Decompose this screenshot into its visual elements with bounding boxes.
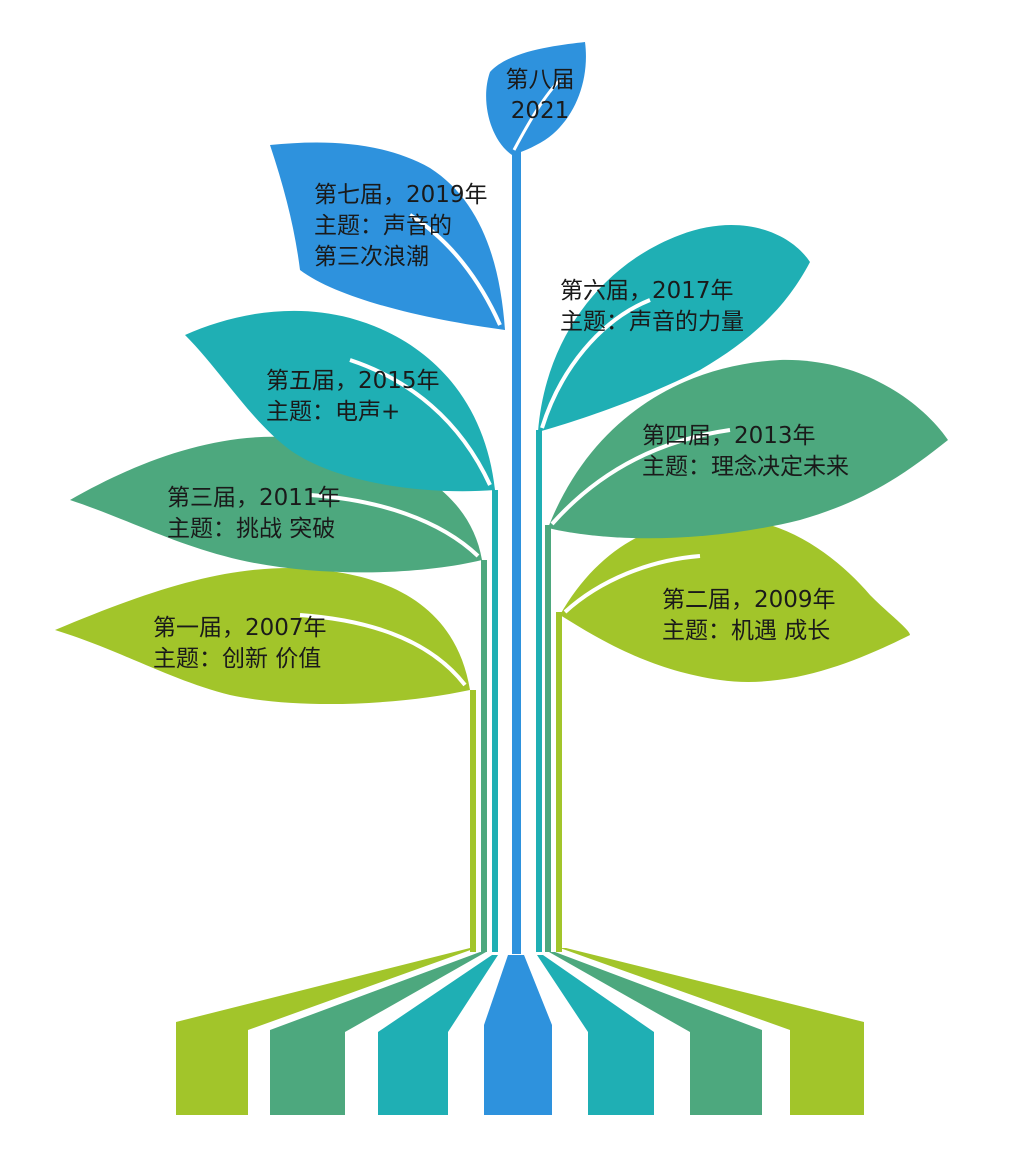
root-bar-teal-right <box>537 955 654 1115</box>
trunk-strip-green-left <box>481 560 487 952</box>
root-bars <box>176 948 864 1115</box>
leaf-eighth-line1: 第八届 <box>490 65 590 96</box>
trunk-strip-lime-right <box>556 612 562 952</box>
label-eighth-edition: 第八届 2021 <box>490 65 590 127</box>
label-third-edition: 第三届，2011年 主题：挑战 突破 <box>167 483 341 545</box>
leaf-third-line2: 主题：挑战 突破 <box>167 514 341 545</box>
root-bar-blue-center <box>484 955 552 1115</box>
leaf-eighth-line2: 2021 <box>490 96 590 127</box>
leaf-fifth-line1: 第五届，2015年 <box>266 366 440 397</box>
label-fourth-edition: 第四届，2013年 主题：理念决定未来 <box>642 421 849 483</box>
leaf-third-line1: 第三届，2011年 <box>167 483 341 514</box>
trunk-strip-teal-right <box>536 430 542 952</box>
label-fifth-edition: 第五届，2015年 主题：电声+ <box>266 366 440 428</box>
label-second-edition: 第二届，2009年 主题：机遇 成长 <box>662 585 836 647</box>
leaf-seventh-line3: 第三次浪潮 <box>314 242 488 273</box>
trunk-strip-blue-main <box>512 128 521 954</box>
leaf-fourth-line2: 主题：理念决定未来 <box>642 452 849 483</box>
label-sixth-edition: 第六届，2017年 主题：声音的力量 <box>560 276 744 338</box>
trunk-strip-lime-left <box>470 690 476 952</box>
trunk-strip-teal-left <box>492 490 498 952</box>
leaf-sixth-line1: 第六届，2017年 <box>560 276 744 307</box>
leaf-first-line2: 主题：创新 价值 <box>153 644 327 675</box>
leaf-second-line2: 主题：机遇 成长 <box>662 616 836 647</box>
leaf-seventh-line2: 主题：声音的 <box>314 211 488 242</box>
leaf-fifth-line2: 主题：电声+ <box>266 397 440 428</box>
leaf-seventh-line1: 第七届，2019年 <box>314 180 488 211</box>
leaf-fourth-line1: 第四届，2013年 <box>642 421 849 452</box>
leaf-second-line1: 第二届，2009年 <box>662 585 836 616</box>
trunk-strip-green-right <box>545 525 551 952</box>
leaf-sixth-line2: 主题：声音的力量 <box>560 307 744 338</box>
label-first-edition: 第一届，2007年 主题：创新 价值 <box>153 613 327 675</box>
label-seventh-edition: 第七届，2019年 主题：声音的 第三次浪潮 <box>314 180 488 273</box>
leaf-first-line1: 第一届，2007年 <box>153 613 327 644</box>
